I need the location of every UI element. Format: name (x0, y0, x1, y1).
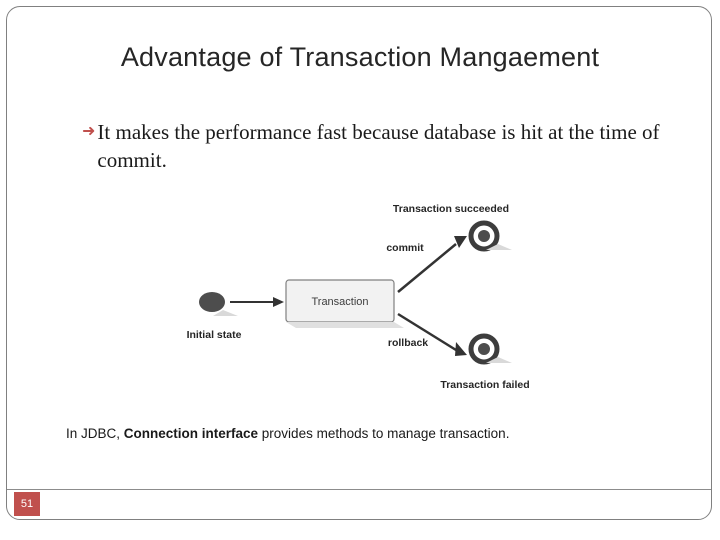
footer-note-bold: Connection interface (123, 426, 259, 441)
bullet-text: It makes the performance fast because da… (97, 120, 660, 172)
arrow-rollback (397, 312, 457, 352)
initial-state-shadow (213, 310, 238, 316)
label-transaction-failed: Transaction failed (440, 379, 529, 391)
page-title: Advantage of Transaction Mangaement (120, 42, 600, 72)
footer-note: In JDBC, Connection interface provides m… (66, 426, 666, 441)
failure-node-shadow (486, 357, 512, 363)
footer-note-prefix: In JDBC, (66, 426, 124, 441)
label-transaction-box: Transaction (311, 296, 368, 308)
label-transaction-succeeded: Transaction succeeded (393, 203, 509, 215)
arrow-commit (397, 243, 457, 293)
page-number: 51 (14, 492, 40, 516)
transaction-flow-diagram: Transaction succeeded commit Transaction… (168, 192, 560, 397)
failure-end-node (468, 333, 500, 365)
footer-divider (7, 489, 711, 490)
arrowhead-commit (454, 236, 467, 248)
initial-state-node (199, 292, 225, 312)
footer-note-suffix: provides methods to manage transaction. (258, 426, 510, 441)
failure-end-node-core (478, 343, 490, 355)
diagram-shapes (199, 220, 512, 365)
bullet-marker-icon: ➜ (82, 123, 96, 140)
label-rollback: rollback (388, 337, 428, 349)
success-node-shadow (486, 244, 512, 250)
success-end-node (468, 220, 500, 252)
arrowhead-initial (273, 297, 284, 307)
list-item: ➜ It makes the performance fast because … (82, 118, 667, 174)
bullet-block: ➜ It makes the performance fast because … (82, 118, 667, 174)
label-initial-state: Initial state (187, 329, 242, 341)
arrowhead-rollback (455, 342, 467, 356)
transaction-box-shadow (286, 322, 404, 328)
success-end-node-core (478, 230, 490, 242)
label-commit: commit (386, 242, 424, 254)
